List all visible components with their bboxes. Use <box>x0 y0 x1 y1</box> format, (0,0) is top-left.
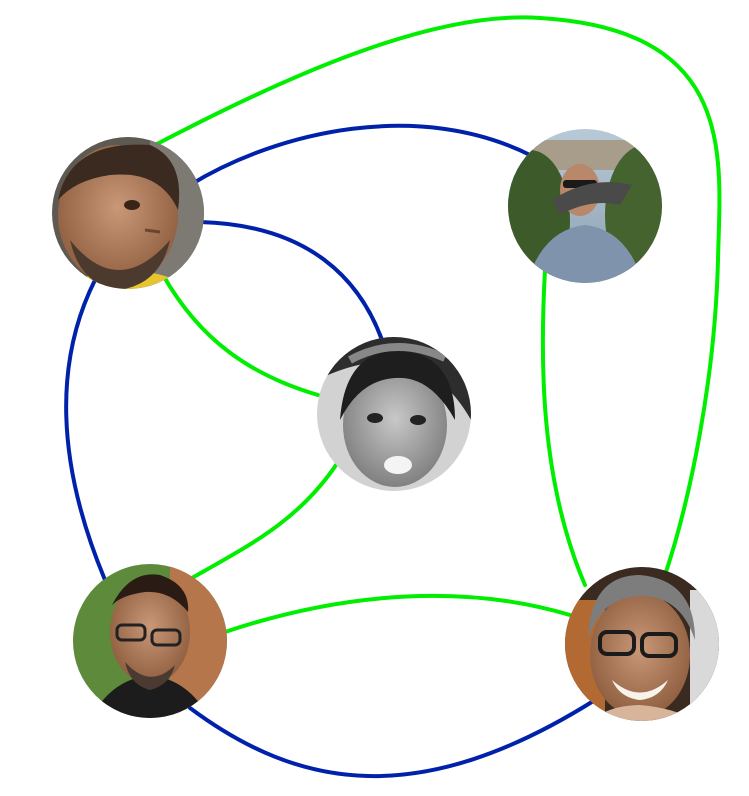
edge-green-top-left-center <box>161 273 320 397</box>
person-portrait-icon <box>317 337 471 491</box>
edge-blue-bottom-left-bottom-right <box>188 698 597 778</box>
person-portrait-icon <box>508 129 662 283</box>
edge-green-top-right-bottom-right <box>540 268 587 587</box>
edge-layer <box>64 15 722 778</box>
node-center[interactable] <box>317 337 471 491</box>
edge-green-top-left-top-right <box>153 15 722 577</box>
person-portrait-icon <box>52 137 204 289</box>
node-top-left[interactable] <box>52 137 210 290</box>
node-bottom-left[interactable] <box>73 564 230 720</box>
edge-blue-top-left-bottom-left <box>64 278 107 582</box>
edge-blue-top-left-top-right <box>188 123 532 187</box>
edge-blue-top-left-center <box>198 220 384 342</box>
edge-green-center-bottom-left <box>190 460 340 580</box>
person-portrait-icon <box>73 564 227 718</box>
node-bottom-right[interactable] <box>565 567 720 721</box>
node-layer <box>52 129 720 721</box>
edge-green-bottom-left-bottom-right <box>223 593 572 634</box>
person-portrait-icon <box>565 567 719 721</box>
node-top-right[interactable] <box>490 129 685 290</box>
